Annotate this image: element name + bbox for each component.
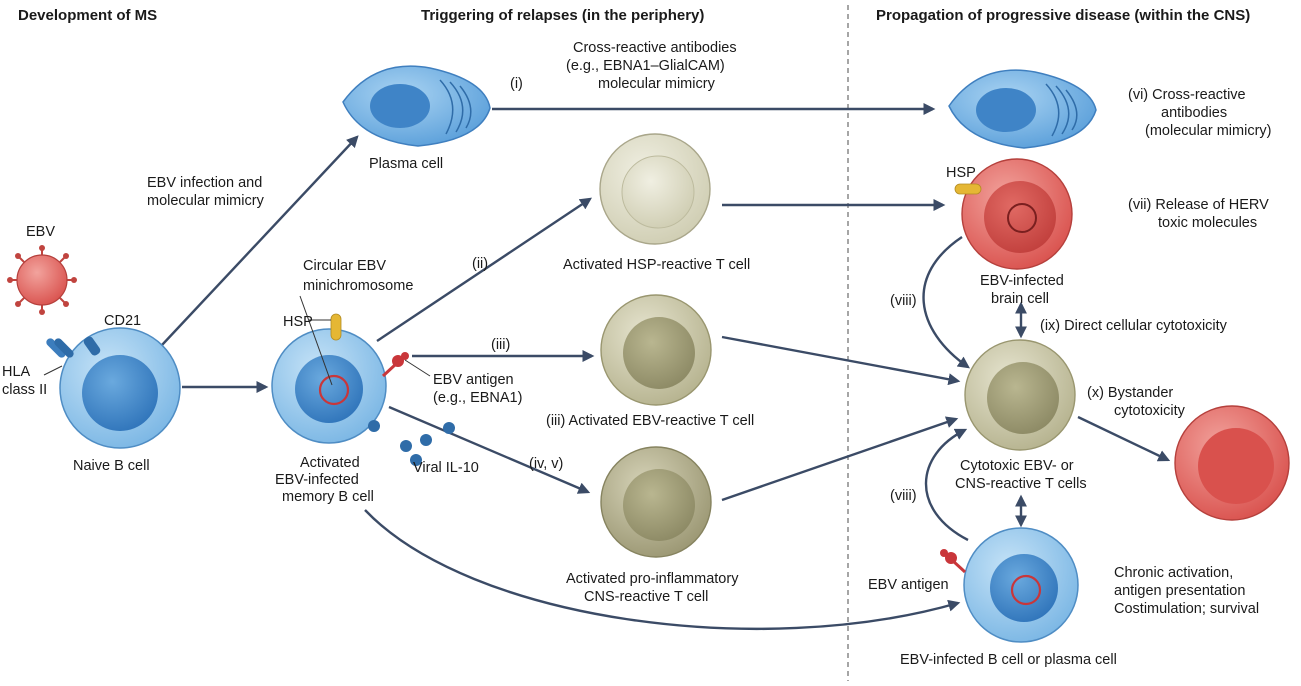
hsp-icon-right	[954, 183, 982, 195]
arrow-ii	[376, 197, 592, 342]
label-cross-example: (e.g., EBNA1–GlialCAM)	[566, 58, 725, 74]
label-ebv-b-or-plasma: EBV-infected B cell or plasma cell	[900, 652, 1117, 668]
viral-il10-icon	[368, 420, 455, 466]
naive-b-cell	[43, 327, 181, 449]
label-ebv-reactive-t-cell: (iii) Activated EBV-reactive T cell	[546, 413, 754, 429]
label-step-ii: (ii)	[472, 256, 488, 272]
label-proinflammatory: Activated pro-inflammatory	[566, 571, 739, 587]
label-vi: (vi) Cross-reactive	[1128, 87, 1246, 103]
arrow-iv-v	[388, 405, 591, 494]
label-ebv-infection: EBV infection and	[147, 175, 262, 191]
label-x: (x) Bystander	[1087, 385, 1173, 401]
arrow-viii-top	[922, 236, 970, 369]
label-cytotoxic: Cytotoxic EBV- or	[960, 458, 1074, 474]
ebv-reactive-t-cell	[600, 294, 712, 406]
label-ix: (ix) Direct cellular cytotoxicity	[1040, 318, 1228, 334]
label-naive-b-cell: Naive B cell	[73, 458, 150, 474]
label-vi-antibodies: antibodies	[1161, 105, 1227, 121]
header-development: Development of MS	[18, 7, 157, 24]
label-brain-cell: brain cell	[991, 291, 1049, 307]
arrow-proinfl-to-cytotoxic	[721, 416, 959, 502]
label-antigen-presentation: antigen presentation	[1114, 583, 1245, 599]
hsp-reactive-t-cell	[599, 133, 711, 245]
header-propagation: Propagation of progressive disease (with…	[876, 7, 1250, 24]
arrow-viii-bottom	[924, 428, 969, 542]
label-step-iii: (iii)	[491, 337, 510, 353]
label-vii: (vii) Release of HERV	[1128, 197, 1269, 213]
cd21-receptor-icon	[83, 336, 101, 356]
label-hsp-reactive-t-cell: Activated HSP-reactive T cell	[563, 257, 750, 273]
label-cd21: CD21	[104, 313, 141, 329]
activated-memory-b-cell	[271, 295, 455, 466]
label-vii-toxic: toxic molecules	[1158, 215, 1257, 231]
label-ebv: EBV	[26, 224, 55, 240]
label-ebv-infected: EBV-infected	[275, 472, 359, 488]
arrow-memory-to-ebv-b	[364, 509, 961, 631]
arrow-x	[1077, 415, 1171, 462]
label-cns-reactive-t-cell: CNS-reactive T cell	[584, 589, 708, 605]
label-ebv-antigen-right: EBV antigen	[868, 577, 949, 593]
ebv-infected-brain-cell	[954, 158, 1073, 270]
label-ebv-antigen: EBV antigen	[433, 372, 514, 388]
label-costimulation: Costimulation; survival	[1114, 601, 1259, 617]
label-step-iv-v: (iv, v)	[529, 456, 563, 472]
arrow-ebv-t-to-cytotoxic	[721, 335, 961, 386]
plasma-cell	[342, 65, 491, 147]
label-viral-il10: Viral IL-10	[413, 460, 479, 476]
ebv-antigen-icon-right	[940, 549, 967, 574]
label-minichromosome: minichromosome	[303, 278, 413, 294]
label-ebv-antigen-example: (e.g., EBNA1)	[433, 390, 522, 406]
cytotoxic-t-cell	[964, 339, 1076, 451]
label-x-cytotoxicity: cytotoxicity	[1114, 403, 1186, 419]
label-chronic: Chronic activation,	[1114, 565, 1233, 581]
ebv-minichromosome-icon	[318, 374, 350, 406]
label-viii-bottom: (viii)	[890, 488, 917, 504]
label-cns-reactive: CNS-reactive T cells	[955, 476, 1087, 492]
label-hla-class: class II	[2, 382, 47, 398]
arrows	[161, 103, 1171, 631]
label-molecular-mimicry: molecular mimicry	[147, 193, 265, 209]
label-vi-mimicry: (molecular mimicry)	[1145, 123, 1271, 139]
proinflammatory-t-cell	[600, 446, 712, 558]
hla-leader-line	[43, 365, 63, 376]
header-triggering: Triggering of relapses (in the periphery…	[421, 7, 704, 24]
hsp-icon-left	[330, 313, 342, 341]
label-hla: HLA	[2, 364, 31, 380]
ebv-infected-b-cell	[940, 527, 1079, 643]
ebv-antigen-icon-left	[381, 352, 409, 378]
ebv-virus-icon	[7, 245, 77, 315]
hla-receptor-icon	[46, 338, 74, 358]
label-brain-ebv: EBV-infected	[980, 273, 1064, 289]
label-hsp-left: HSP	[283, 314, 313, 330]
label-step-i: (i)	[510, 76, 523, 92]
bystander-cell	[1174, 405, 1290, 521]
label-activated: Activated	[300, 455, 360, 471]
label-circular-ebv: Circular EBV	[303, 258, 386, 274]
label-viii-top: (viii)	[890, 293, 917, 309]
label-memory-b-cell: memory B cell	[282, 489, 374, 505]
label-cross-reactive: Cross-reactive antibodies	[573, 40, 737, 56]
arrow-to-plasma-cell	[161, 135, 359, 346]
plasma-cell-cns	[948, 69, 1097, 149]
label-hsp-right: HSP	[946, 165, 976, 181]
label-cross-mimicry: molecular mimicry	[598, 76, 716, 92]
label-plasma-cell: Plasma cell	[369, 156, 443, 172]
